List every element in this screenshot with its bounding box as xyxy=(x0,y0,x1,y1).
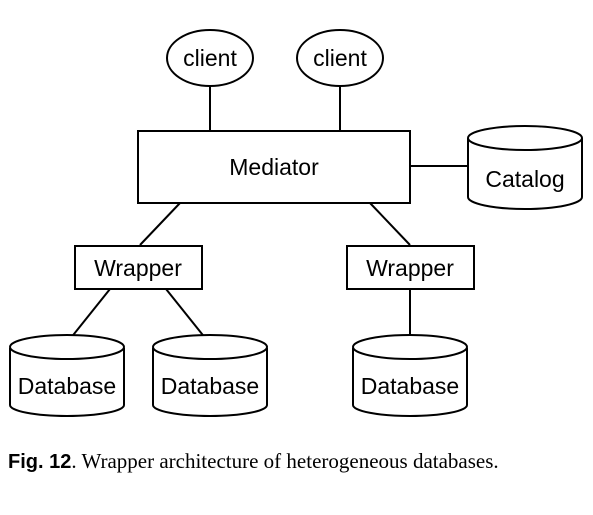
client-left-label: client xyxy=(183,45,237,71)
figure-caption: Fig. 12. Wrapper architecture of heterog… xyxy=(8,448,586,476)
catalog-node: Catalog xyxy=(467,125,583,210)
mediator-node: Mediator xyxy=(137,130,411,204)
database-2-label: Database xyxy=(161,373,259,399)
figure-label-separator: . xyxy=(71,449,77,473)
wrapper-left-label: Wrapper xyxy=(94,255,182,281)
mediator-label: Mediator xyxy=(229,154,319,180)
wrapper-node-right: Wrapper xyxy=(346,245,475,290)
catalog-label: Catalog xyxy=(485,166,564,192)
figure-label: Fig. 12 xyxy=(8,451,72,473)
database-node-2: Database xyxy=(152,334,268,417)
edge-mediator-wrapper-left xyxy=(139,202,181,246)
wrapper-architecture-diagram: client client Mediator Catalog Wrapper W… xyxy=(9,29,583,417)
figure-caption-text: Wrapper architecture of heterogeneous da… xyxy=(76,449,499,473)
wrapper-right-label: Wrapper xyxy=(366,255,454,281)
database-node-1: Database xyxy=(9,334,125,417)
database-3-label: Database xyxy=(361,373,459,399)
database-1-label: Database xyxy=(18,373,116,399)
database-node-3: Database xyxy=(352,334,468,417)
client-right-label: client xyxy=(313,45,367,71)
edge-mediator-wrapper-right xyxy=(369,202,411,246)
wrapper-node-left: Wrapper xyxy=(74,245,203,290)
client-node-right: client xyxy=(296,29,384,87)
client-node-left: client xyxy=(166,29,254,87)
